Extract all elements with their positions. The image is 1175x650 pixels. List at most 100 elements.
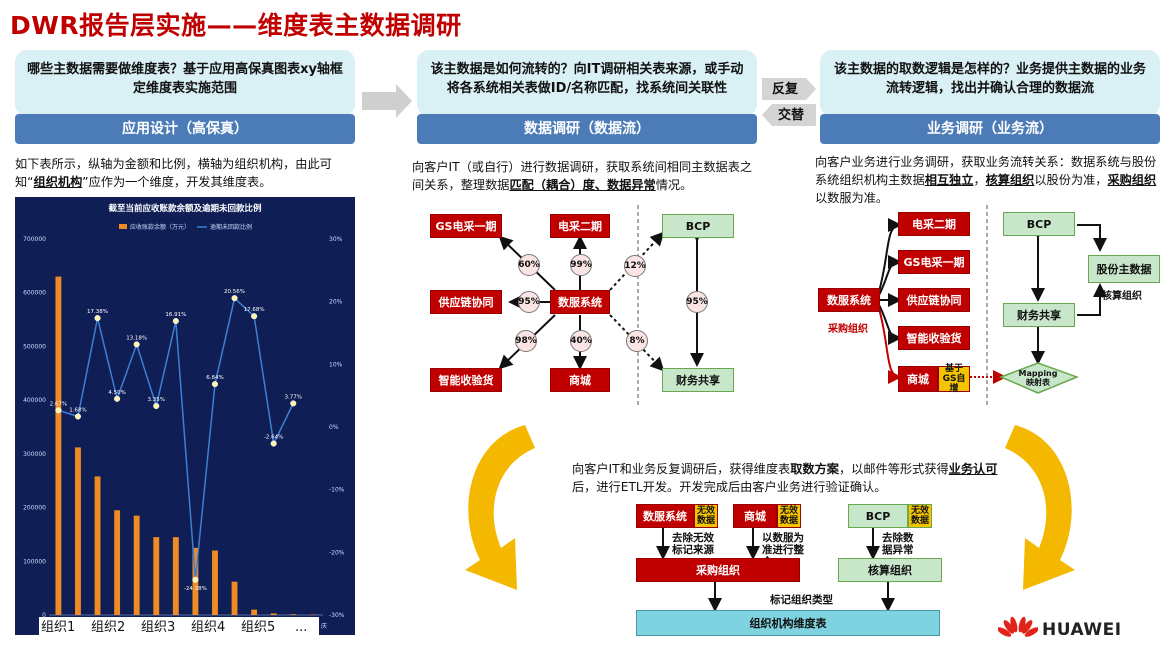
y-left-tick: 400000 — [23, 397, 46, 404]
point-label: 4.50% — [108, 390, 125, 396]
y-right-tick: 10% — [329, 361, 343, 368]
question-text-1: 哪些主数据需要做维度表？基于应用高保真图表xy轴框定维度表实施范围 — [27, 62, 343, 96]
point-label: 17.38% — [87, 309, 108, 315]
pct-5: 98% — [515, 330, 537, 352]
flow3-target-gyl: 供应链协同 — [898, 288, 970, 312]
y-right-tick: 0% — [329, 424, 339, 431]
flow2-node-gs: GS电采一期 — [430, 214, 502, 238]
header-bar-3: 业务调研（业务流） — [820, 114, 1160, 144]
line-point — [172, 317, 179, 325]
bar — [212, 550, 218, 615]
pct-4: 95% — [518, 291, 540, 313]
flow3-gufen-caption: 核算组织 — [1102, 291, 1142, 302]
bar — [231, 581, 238, 615]
point-label: 13.18% — [126, 335, 147, 341]
bar — [55, 276, 62, 615]
question-box-3: 该主数据的取数逻辑是怎样的？业务提供主数据的业务流转逻辑，找出并确认合理的数据流 — [820, 50, 1160, 116]
x-tick-ellipsis: ... — [295, 620, 307, 635]
flow2-node-gyl: 供应链协同 — [430, 290, 502, 314]
desc2-c: 情况。 — [655, 178, 693, 192]
bottom-text-c: ，以邮件等形式获得 — [838, 462, 949, 476]
flow2-node-cw: 财务共享 — [662, 368, 734, 392]
question-text-2: 该主数据是如何流转的？向IT调研相关表来源，或手动将各系统相关表做ID/名称匹配… — [430, 62, 744, 96]
desc3-g: 以数服为准。 — [815, 191, 889, 205]
line-point — [133, 341, 140, 348]
flow3-caiwu: 财务共享 — [1003, 303, 1075, 327]
desc3-f: 采购组织 — [1107, 173, 1157, 187]
right-cycle-arrow — [1005, 425, 1075, 590]
desc3-d: 核算组织 — [985, 173, 1035, 187]
bar — [114, 510, 121, 615]
chart-title: 截至当前应收账款余额及逾期未回款比例 — [108, 203, 262, 214]
line-point — [211, 381, 219, 388]
pct-7: 8% — [626, 330, 648, 352]
y-right-tick: -20% — [329, 549, 345, 556]
legend-label-1: 应收账款余额（万元） — [130, 223, 190, 231]
pct-2: 99% — [570, 254, 592, 276]
x-tick-label: 组织4 — [191, 620, 225, 635]
flow3-target-gs: GS电采一期 — [898, 250, 970, 274]
bar — [251, 609, 258, 615]
question-text-3: 该主数据的取数逻辑是怎样的？业务提供主数据的业务流转逻辑，找出并确认合理的数据流 — [833, 62, 1146, 96]
line-point — [94, 315, 101, 322]
flow3-gufen: 股份主数据 — [1088, 255, 1160, 283]
x-tick-label: 组织1 — [41, 620, 75, 635]
page-title: DWR报告层实施——维度表主数据调研 — [10, 11, 462, 40]
point-label: 17.68% — [244, 307, 265, 313]
bottom-lines — [656, 528, 895, 612]
bottom-box-bcp: BCP — [848, 504, 908, 528]
pct-8: 95% — [686, 291, 708, 313]
flow2-node-center: 数服系统 — [550, 290, 610, 314]
point-label: 6.84% — [206, 375, 223, 381]
alternate-label: 交替 — [778, 108, 805, 123]
desc3-e: 以股份为准， — [1034, 173, 1108, 187]
point-label: 1.68% — [69, 407, 86, 413]
point-label: 3.77% — [285, 394, 302, 400]
y-left-tick: 200000 — [23, 505, 46, 512]
line-point — [251, 313, 258, 320]
bottom-description: 向客户IT和业务反复调研后，获得维度表取数方案，以邮件等形式获得业务认可后，进行… — [572, 460, 1002, 496]
y-left-tick: 600000 — [23, 290, 46, 297]
flow3-target-dc2: 电采二期 — [898, 212, 970, 236]
desc1-c: ”应作为一个维度，开发其维度表。 — [82, 175, 272, 189]
feedback-label: 反复 — [772, 82, 799, 97]
description-2: 向客户IT（或自行）进行数据调研，获取系统间相同主数据表之间关系，整理数据匹配（… — [412, 158, 762, 194]
bottom-box-shufu: 数服系统 — [636, 504, 694, 528]
line-point — [192, 576, 199, 583]
bottom-note-3: 去除数据异常 — [882, 532, 914, 556]
x-tick-label: 组织3 — [141, 620, 175, 635]
flow2-node-dc2: 电采二期 — [550, 214, 610, 238]
flow2-node-zn: 智能收验货 — [430, 368, 502, 392]
bottom-invalid-3: 无效数据 — [908, 504, 932, 528]
pct-3: 12% — [624, 255, 646, 277]
flow3-gs-tag: 基于GS自增 — [938, 364, 970, 394]
point-label: -24.38% — [184, 586, 207, 592]
bar — [75, 447, 81, 615]
line-point — [55, 407, 62, 414]
flow3-source: 数服系统 — [818, 288, 880, 312]
bottom-cg: 采购组织 — [636, 558, 800, 582]
line-point — [290, 400, 297, 407]
point-label: 16.91% — [165, 312, 186, 318]
pct-1: 60% — [518, 254, 540, 276]
bottom-invalid-2: 无效数据 — [777, 504, 801, 528]
y-left-tick: 0 — [42, 612, 46, 619]
y-right-tick: -10% — [329, 487, 345, 494]
bar — [270, 613, 277, 615]
line-point — [270, 440, 277, 447]
desc1-b: 组织机构 — [33, 175, 83, 189]
flow3-target-sc: 商城 — [898, 366, 938, 392]
line-point — [231, 295, 238, 302]
bar — [133, 515, 140, 615]
flow3-mapping: Mapping 映射表 — [1018, 369, 1058, 387]
desc3-c: ， — [973, 173, 986, 187]
line-point — [153, 402, 160, 410]
bottom-hs: 核算组织 — [838, 558, 942, 582]
question-box-2: 该主数据是如何流转的？向IT调研相关表来源，或手动将各系统相关表做ID/名称匹配… — [417, 50, 757, 116]
point-label: -2.64% — [264, 435, 283, 441]
y-right-tick: 20% — [329, 299, 343, 306]
flow2-node-bcp: BCP — [662, 214, 734, 238]
bottom-text-d: 业务认可 — [948, 462, 998, 476]
desc2-a: 向客户IT（或自行）进行数据调研，获取系统间相同主数据表之间关系，整理数据 — [412, 160, 753, 192]
